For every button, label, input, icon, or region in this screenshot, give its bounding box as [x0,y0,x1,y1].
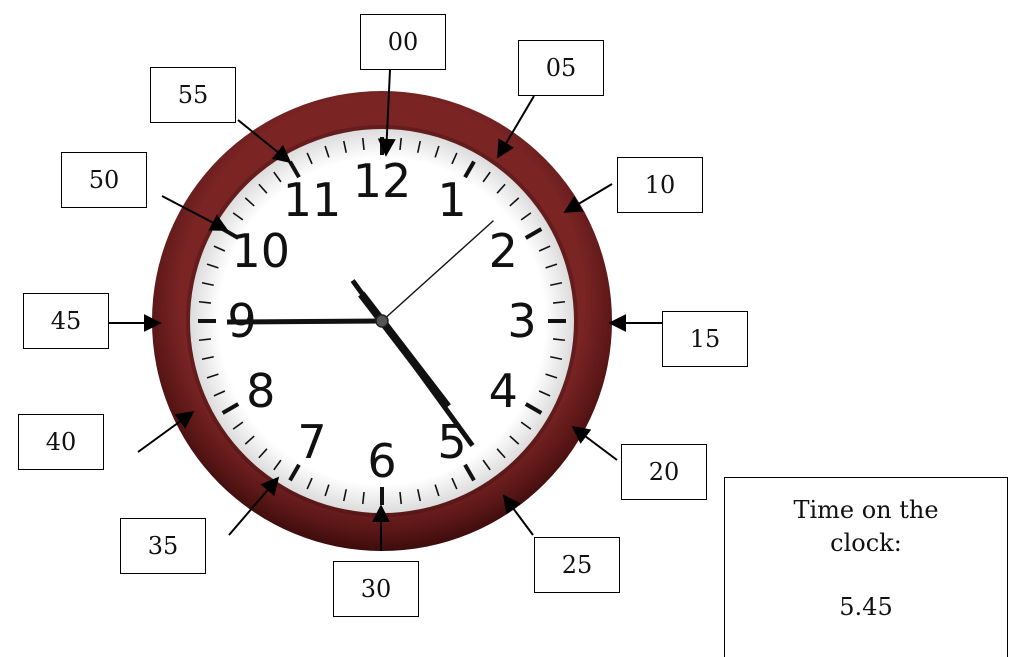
center-pin [376,315,388,327]
minute-label-00: 00 [360,14,446,70]
minute-label-15: 15 [662,311,748,367]
clock-numeral: 11 [283,173,342,227]
clock-numeral: 3 [507,294,536,348]
time-value: 5.45 [725,592,1007,622]
minute-label-40: 40 [18,414,104,470]
minute-label-35: 35 [120,518,206,574]
clock-numeral: 5 [437,415,466,469]
minute-label-45: 45 [23,293,109,349]
clock-numeral: 10 [231,224,290,278]
time-label: Time on the clock: [725,494,1007,560]
clock-numeral: 12 [353,154,412,208]
clock-numeral: 6 [367,434,396,488]
minute-label-50: 50 [61,152,147,208]
time-answer-box: Time on the clock: 5.45 [724,477,1008,657]
clock-numeral: 1 [437,173,466,227]
minute-label-25: 25 [534,537,620,593]
minute-hand-pointer-nine [227,321,382,322]
minute-label-05: 05 [518,40,604,96]
minute-label-55: 55 [150,67,236,123]
clock-numeral: 2 [489,224,518,278]
clock-numeral: 7 [297,415,326,469]
pointer-arrow [573,427,617,460]
clock-numeral: 4 [489,364,518,418]
clock-numeral: 8 [246,364,275,418]
minute-label-10: 10 [617,157,703,213]
minute-label-20: 20 [621,444,707,500]
minute-label-30: 30 [333,561,419,617]
